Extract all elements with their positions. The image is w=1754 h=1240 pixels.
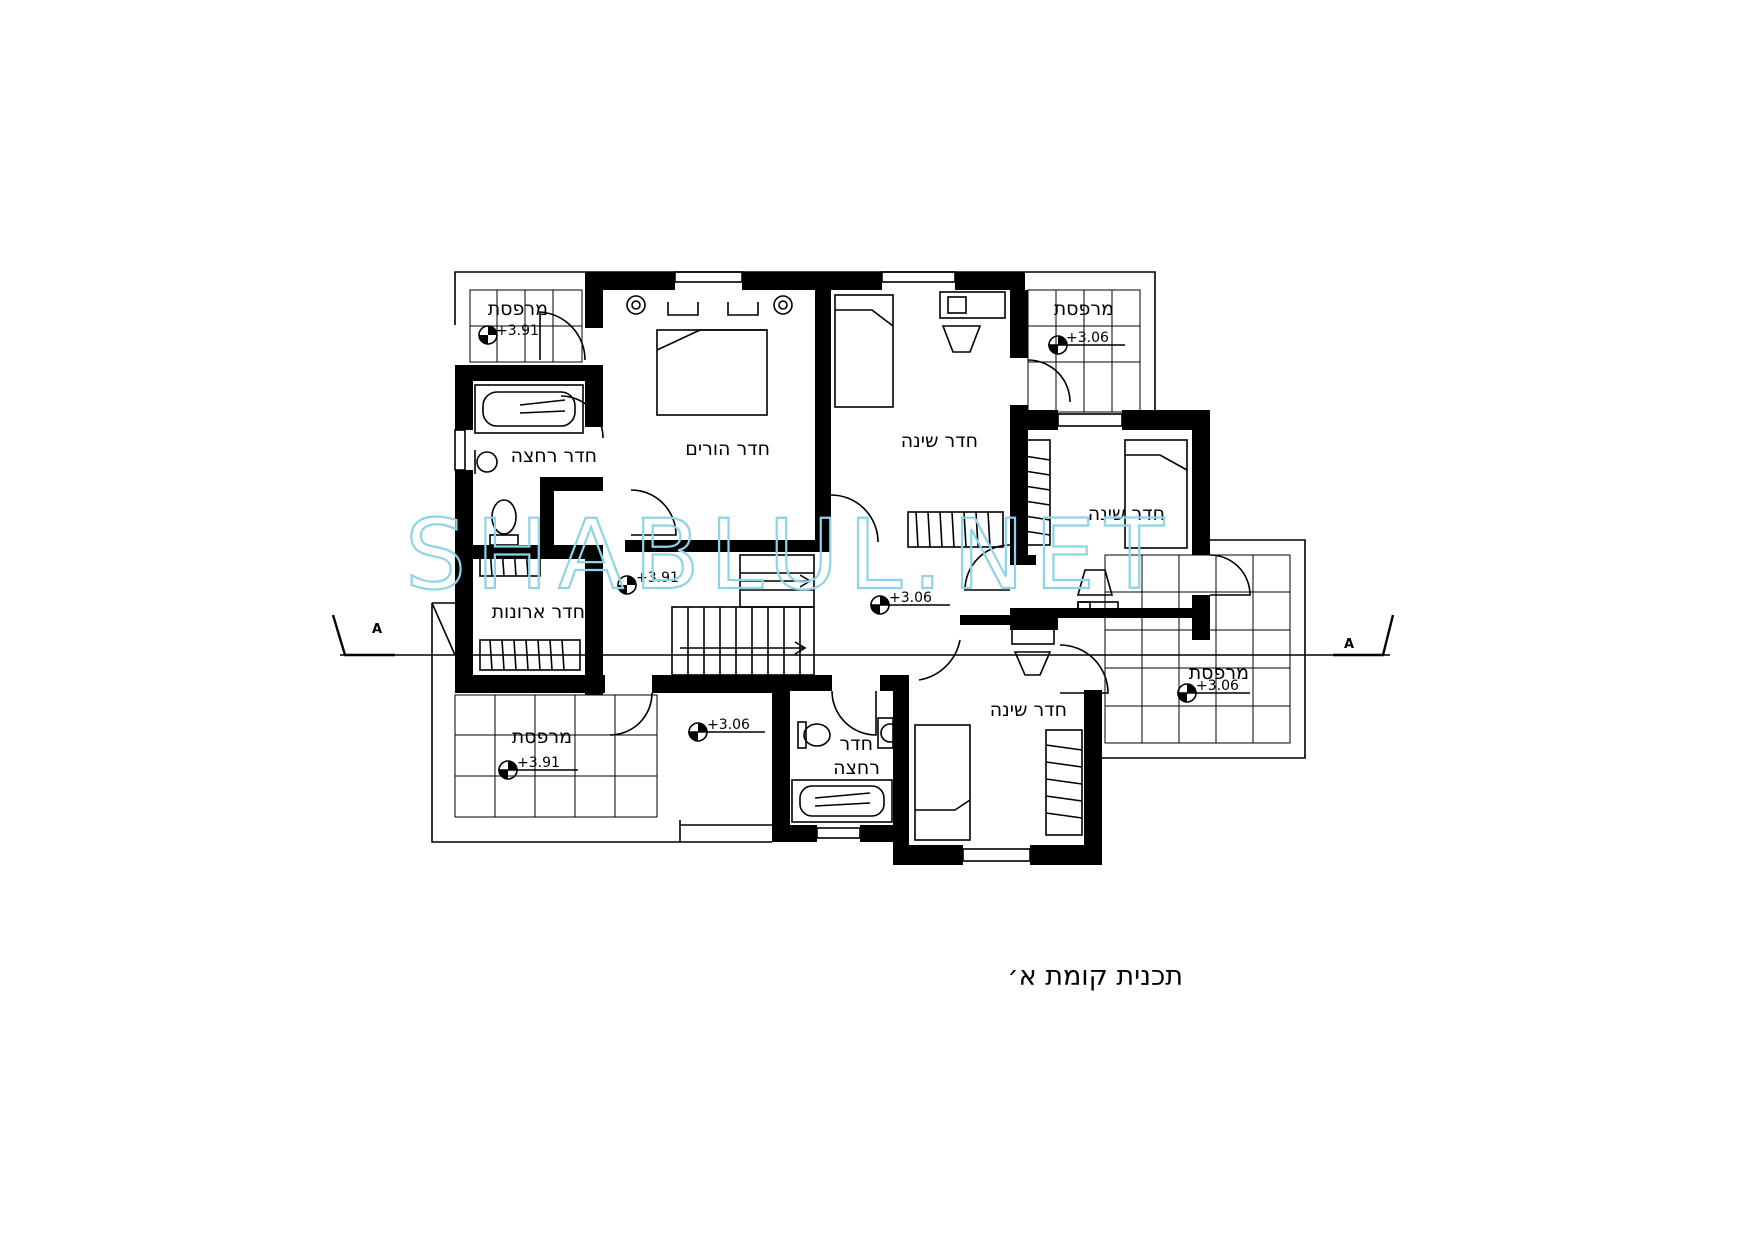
master-bed <box>626 295 793 416</box>
label-balcony-top-right: מרפסת <box>1054 298 1114 320</box>
label-bedroom-top: חדר שינה <box>901 430 978 452</box>
section-line: A A <box>331 614 1395 657</box>
level-balcony-top-left: +3.91 <box>496 323 539 339</box>
label-master-bedroom: חדר הורים <box>685 438 770 460</box>
label-bedroom-bottom: חדר שינה <box>990 699 1067 721</box>
label-bathroom-bottom-line1: חדר <box>839 733 873 755</box>
section-mark-left: A <box>372 622 382 637</box>
toilet-left <box>489 499 519 546</box>
level-marker-balcony-bottom-left: +3.91 <box>498 755 578 780</box>
level-balcony-bottom-left: +3.91 <box>517 755 560 771</box>
label-balcony-bottom-left: מרפסת <box>512 726 572 748</box>
label-bathroom-left: חדר רחצה <box>511 445 597 467</box>
elevation-markers: +3.91 +3.06 +3.06 +3.91 +3.91 +3.06 <box>478 323 1250 780</box>
room-labels: מרפסת מרפסת מרפסת מרפסת חדר הורים חדר שי… <box>488 298 1249 779</box>
level-marker-hall-left: +3.91 <box>617 570 679 595</box>
drawing-title: תכנית קומת א׳ <box>1007 961 1183 992</box>
watermark: SHABLUL.NET <box>405 499 1174 611</box>
level-marker-storage-bottom: +3.06 <box>688 717 765 742</box>
sink-left <box>474 450 498 474</box>
balcony-tiles-top-left <box>469 289 583 363</box>
level-storage-bottom: +3.06 <box>707 717 750 733</box>
level-marker-hall-center: +3.06 <box>870 590 950 615</box>
balcony-tiles-bottom-left <box>454 694 658 818</box>
label-bedroom-right: חדר שינה <box>1088 503 1165 525</box>
level-balcony-top-right: +3.06 <box>1066 330 1109 346</box>
windows <box>454 271 1123 862</box>
bathroom-bottom-fixtures <box>791 717 900 823</box>
level-marker-balcony-top-right: +3.06 <box>1048 330 1125 355</box>
label-balcony-right: מרפסת <box>1189 662 1249 684</box>
balcony-tiles-right <box>1104 554 1291 744</box>
level-hall-center: +3.06 <box>889 590 932 606</box>
level-marker-balcony-top-left: +3.91 <box>478 323 539 345</box>
balcony-tiles-top-right <box>1027 289 1141 413</box>
label-bathroom-bottom-line2: רחצה <box>833 757 880 779</box>
bedroom-bottom-furniture <box>914 627 1083 841</box>
label-closet-room: חדר ארונות <box>492 601 585 623</box>
level-marker-balcony-right: +3.06 <box>1177 678 1250 703</box>
walls <box>455 272 1210 865</box>
section-mark-right: A <box>1344 637 1354 652</box>
bedroom-right-furniture <box>1017 439 1188 617</box>
bathtub-left <box>474 384 584 434</box>
level-hall-left: +3.91 <box>636 570 679 586</box>
stairs <box>671 554 815 676</box>
label-balcony-top-left: מרפסת <box>488 298 548 320</box>
doors <box>539 311 1251 736</box>
bedroom-top-furniture <box>834 291 1006 548</box>
level-balcony-right: +3.06 <box>1196 678 1239 694</box>
